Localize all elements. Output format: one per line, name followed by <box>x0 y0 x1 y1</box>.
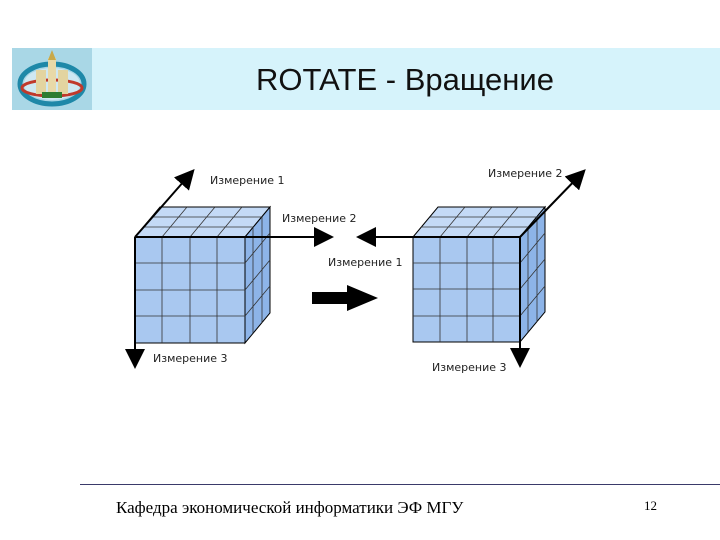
left-cube: Измерение 1 Измерение 2 Измерение 3 <box>125 168 357 369</box>
right-axis-left-label: Измерение 1 <box>328 256 403 269</box>
left-axis-bottom-label: Измерение 3 <box>153 352 228 365</box>
footer-divider <box>80 484 720 485</box>
right-axis-top-arrow <box>519 169 586 238</box>
page-number: 12 <box>644 498 657 513</box>
slide-title: ROTATE - Вращение <box>256 62 554 97</box>
right-axis-bottom-label: Измерение 3 <box>432 361 507 374</box>
left-axis-right-label: Измерение 2 <box>282 212 357 225</box>
university-emblem-icon <box>12 48 92 110</box>
left-axis-top-arrow <box>134 168 195 238</box>
right-axis-top-label: Измерение 2 <box>488 167 563 180</box>
right-arrow-icon <box>312 285 378 311</box>
right-cube: Измерение 2 Измерение 1 Измерение 3 <box>328 167 586 374</box>
footer-text: Кафедра экономической информатики ЭФ МГУ <box>116 498 464 517</box>
left-axis-top-label: Измерение 1 <box>210 174 285 187</box>
title-band <box>12 48 720 110</box>
